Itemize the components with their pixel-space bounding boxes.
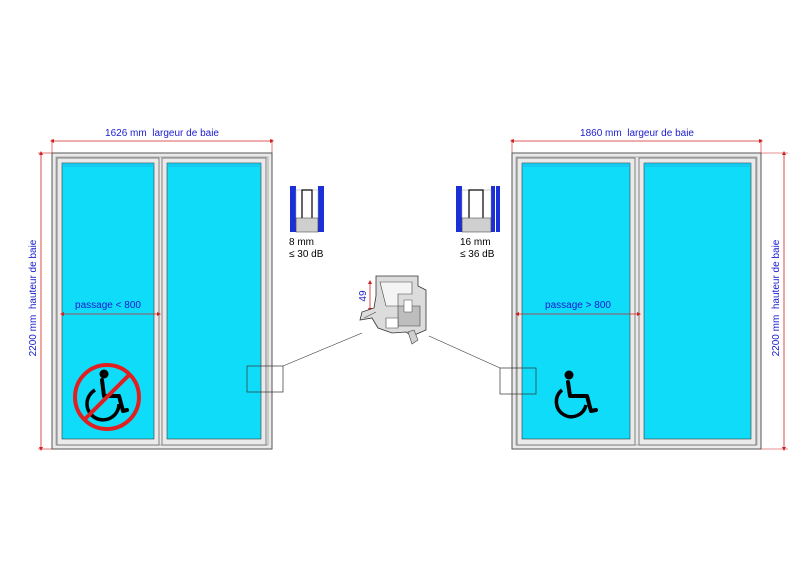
left-width-label: 1626 mm largeur de baie (105, 128, 219, 139)
wheelchair-accessible-icon (554, 370, 598, 419)
glazing-right-thickness: 16 mm (460, 237, 491, 248)
glazing-left-acoustic: ≤ 30 dB (289, 249, 324, 260)
left-door-glass-right (166, 162, 262, 440)
left-detail-callout-box (246, 365, 284, 393)
right-height-label: 2200 mm hauteur de baie (771, 239, 782, 356)
right-width-label: 1860 mm largeur de baie (580, 128, 694, 139)
threshold-height-label: 49 (358, 290, 369, 302)
glazing-right-acoustic: ≤ 36 dB (460, 249, 495, 260)
right-door-glass-right (643, 162, 752, 440)
glazing-right-section: 16 mm ≤ 36 dB (456, 186, 500, 260)
right-door: 1860 mm largeur de baie 2200 mm hauteur … (428, 128, 788, 451)
left-door: 1626 mm largeur de baie 2200 mm hauteur … (28, 128, 363, 451)
glazing-left-thickness: 8 mm (289, 237, 314, 248)
glazing-left-section: 8 mm ≤ 30 dB (289, 186, 324, 260)
left-passage-label: passage < 800 (75, 300, 141, 311)
threshold-profile-section: 49 (358, 275, 427, 345)
right-detail-callout-box (499, 367, 537, 395)
right-door-glass-left (521, 162, 631, 440)
left-door-glass-left (61, 162, 155, 440)
wheelchair-prohibited-icon (73, 363, 141, 431)
right-passage-label: passage > 800 (545, 300, 611, 311)
left-height-label: 2200 mm hauteur de baie (28, 239, 39, 356)
